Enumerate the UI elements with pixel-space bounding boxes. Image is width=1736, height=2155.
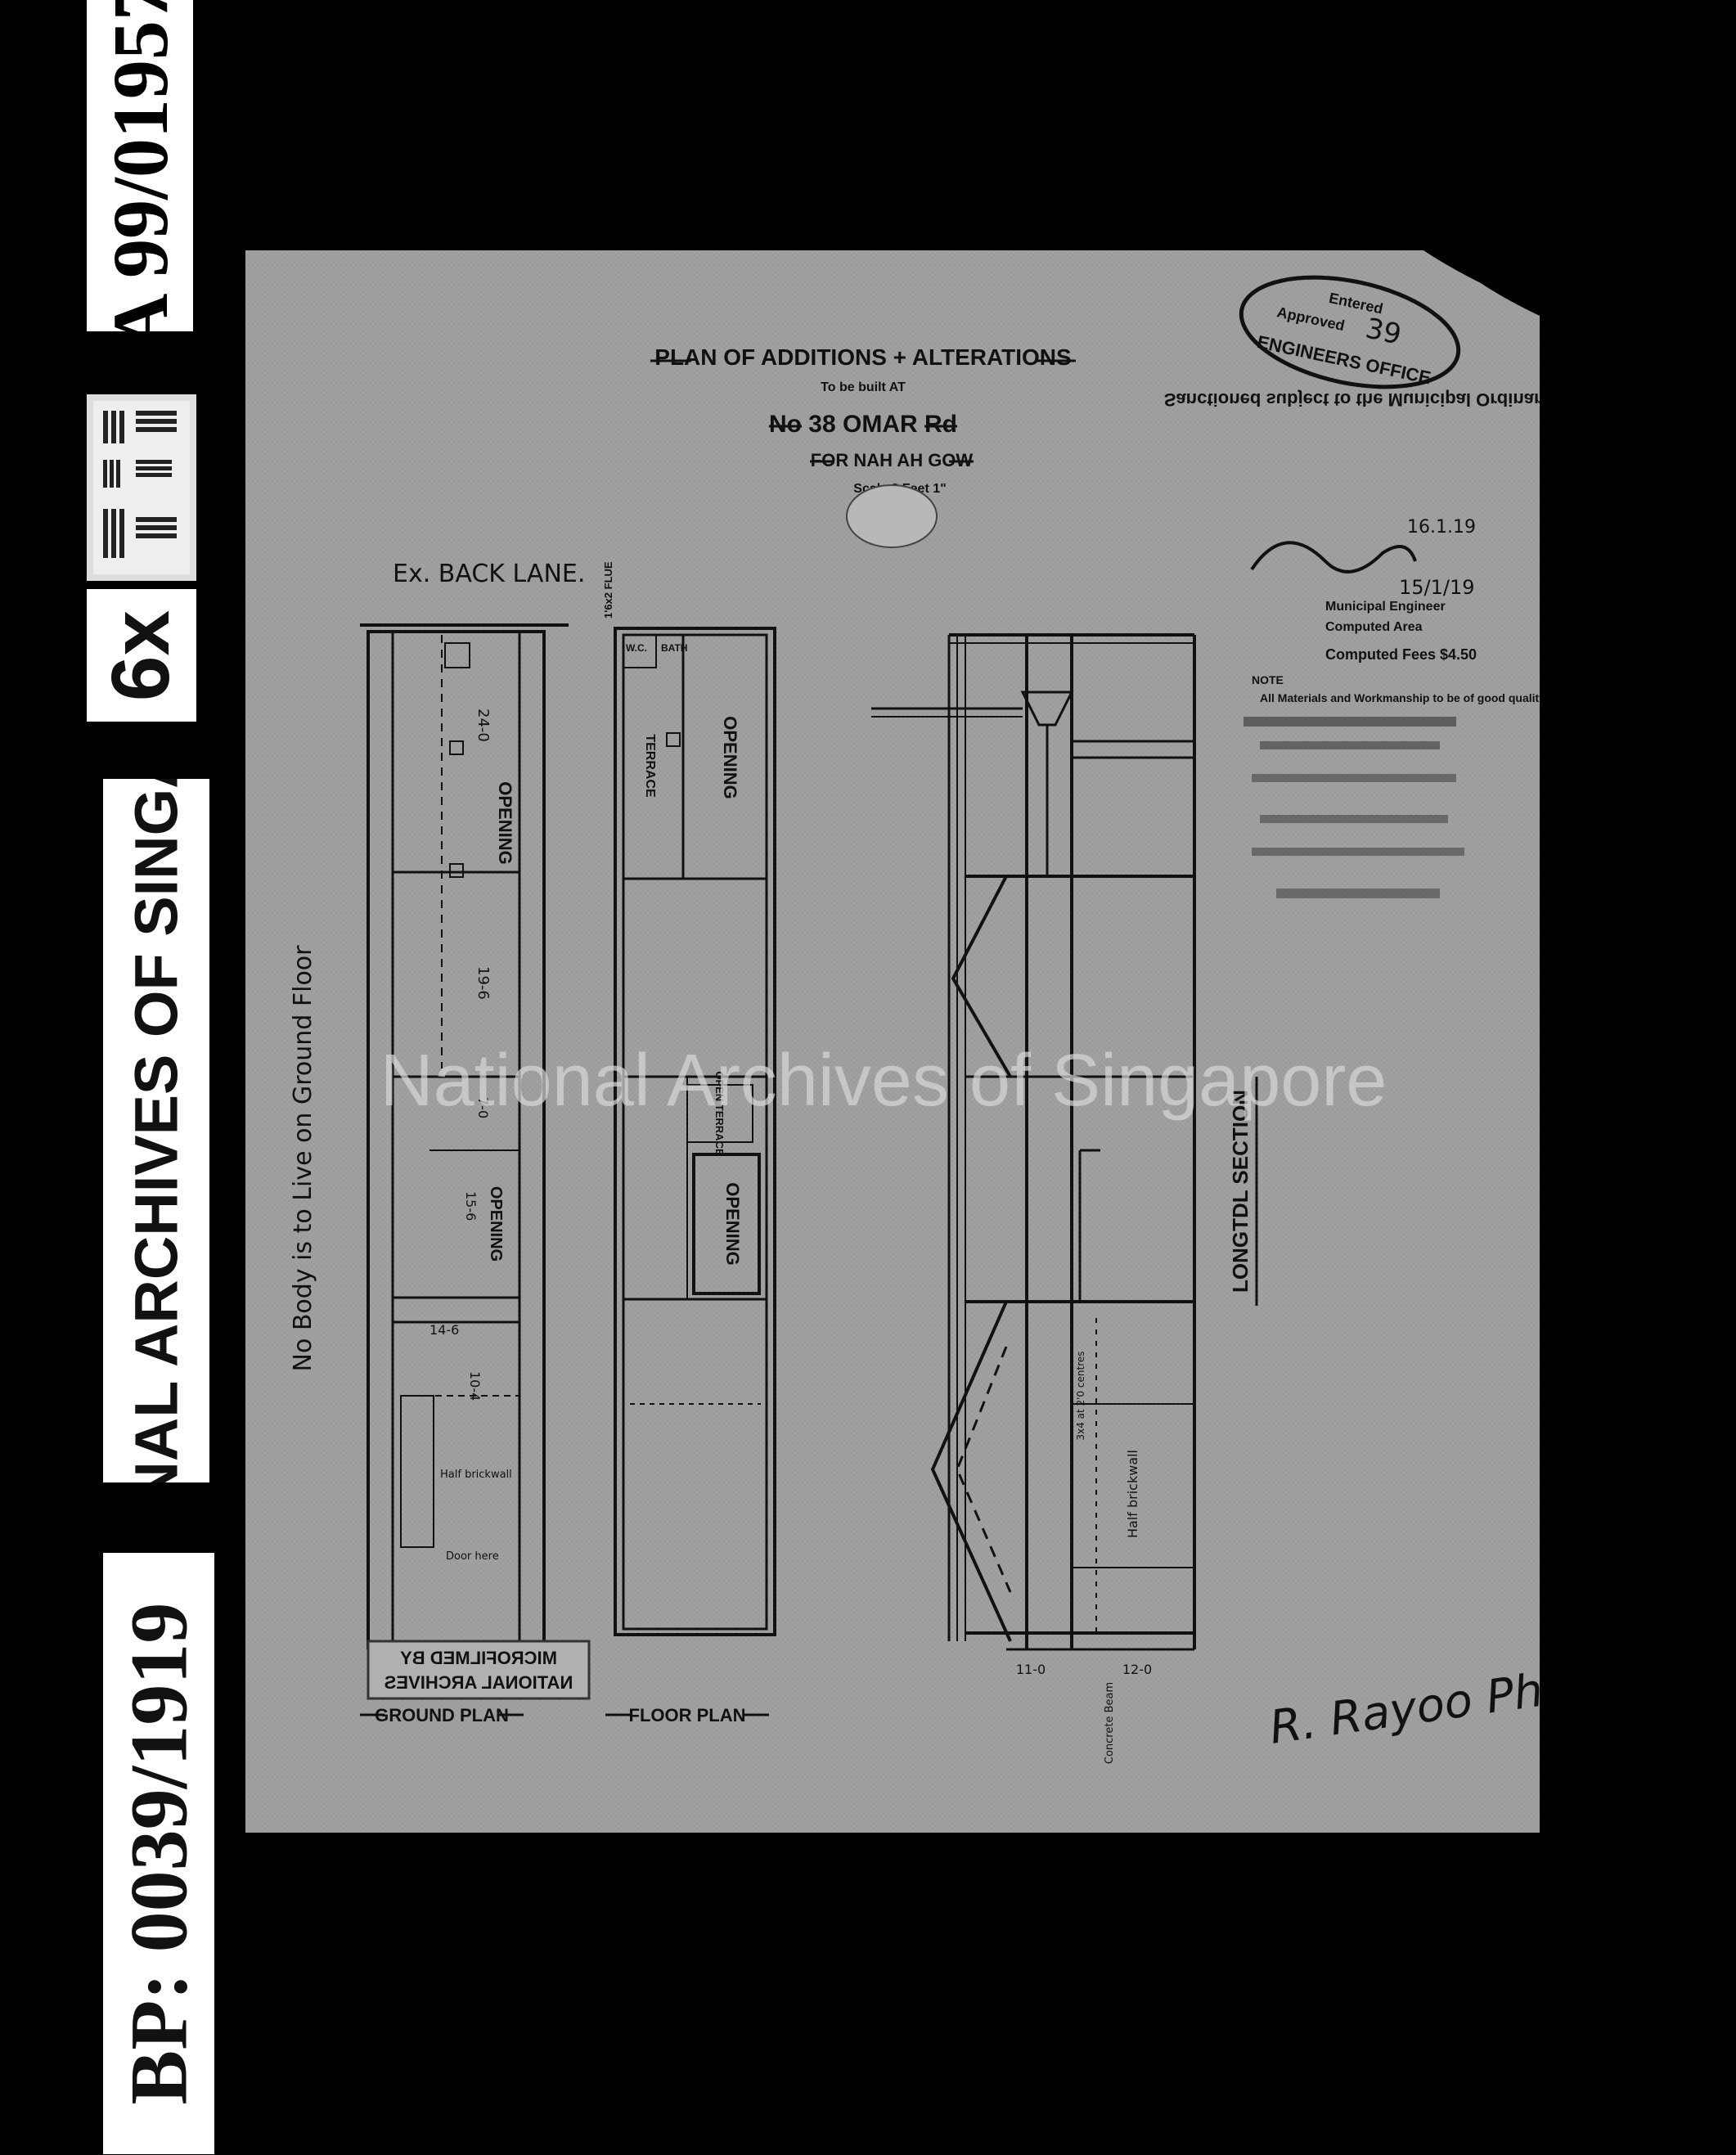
title-block: PLAN OF ADDITIONS + ALTERATIONS To be bu… (650, 344, 1076, 496)
ground-door-here: Door here (446, 1550, 499, 1563)
nobody-note: No Body is to Live on Ground Floor (289, 945, 317, 1372)
floor-opening-2: OPENING (722, 1182, 743, 1265)
archive-oval-stamp (846, 484, 938, 548)
reference-number: A 99/01957 (96, 0, 184, 331)
reference-number-label: A 99/01957 (87, 0, 193, 331)
ground-half-brick-wall: Half brickwall (440, 1469, 512, 1481)
longitudinal-section (871, 633, 1196, 1651)
bp-number-label: BP: 0039/1919 (103, 1553, 214, 2154)
floor-open-terrace: OPEN TERRACE (713, 1071, 726, 1156)
municipal-notes: 16.1.19 15/1/19 Municipal Engineer Compu… (1244, 517, 1540, 898)
plan-address: No 38 OMAR Rd (769, 411, 957, 438)
dim-14-6: 14-6 (430, 1322, 459, 1338)
ground-opening-1: OPENING (495, 781, 515, 864)
resolution-target-icon (93, 401, 190, 574)
section-half-brick-wall: Half brickwall (1125, 1450, 1140, 1538)
plan-title: PLAN OF ADDITIONS + ALTERATIONS (654, 344, 1071, 370)
bp-number: BP: 0039/1919 (113, 1602, 205, 2105)
floor-plan-labels: W.C. BATH 1'6x2 FLUE TERRACE OPENING OPE… (602, 561, 769, 1725)
microfilmed-line-1: MICROFILMED BY (400, 1648, 557, 1668)
resolution-target (87, 394, 196, 581)
watermark: National Archives of Singapore (380, 1040, 1387, 1122)
back-lane-label: Ex. BACK LANE. (393, 560, 585, 588)
dim-15-6: 15-6 (463, 1191, 479, 1221)
section-concrete-beam: Concrete Beam (1104, 1682, 1116, 1764)
section-labels: Half brickwall 3x4 at 2'0 centres 11-0 1… (1016, 1077, 1258, 1764)
plan-owner: FOR NAH AH GOW (811, 450, 974, 470)
note-heading: NOTE (1252, 673, 1284, 686)
note-date-2: 15/1/19 (1399, 576, 1475, 599)
sanction-note: Sanctioned subject to the Municipal Ordi… (1164, 389, 1540, 410)
blueprint-drawing: PLAN OF ADDITIONS + ALTERATIONS To be bu… (245, 250, 1540, 1833)
torn-corner (1423, 250, 1540, 316)
note-materials: All Materials and Workmanship to be of g… (1260, 691, 1540, 704)
microfilmed-stamp: MICROFILMED BY NATIONAL ARCHIVES (367, 1640, 591, 1700)
dim-24-0: 24-0 (474, 709, 492, 742)
ground-opening-2: OPENING (487, 1186, 505, 1262)
dim-12-0: 12-0 (1122, 1662, 1152, 1677)
dim-7-0: 7-0 (475, 1097, 491, 1118)
note-date-1: 16.1.19 (1407, 517, 1476, 538)
dim-19-6: 19-6 (474, 966, 492, 1000)
note-area: Computed Area (1325, 620, 1423, 634)
municipal-signature (1250, 541, 1417, 574)
floor-plan (614, 627, 776, 1636)
ground-plan-caption: GROUND PLAN (375, 1705, 509, 1725)
magnification: 6x (95, 610, 187, 701)
floor-flue: 1'6x2 FLUE (602, 561, 614, 619)
sanction-note-mirrored: Sanctioned subject to the Municipal Ordi… (1164, 389, 1540, 410)
plan-subtitle: To be built AT (821, 380, 906, 394)
magnification-label: 6x (87, 589, 196, 722)
ground-plan-labels: OPENING 24-0 19-6 7-0 15-6 OPENING 14-6 … (289, 709, 524, 1725)
floor-wc: W.C. (626, 642, 647, 654)
blueprint-sheet: PLAN OF ADDITIONS + ALTERATIONS To be bu… (245, 250, 1540, 1833)
floor-bath: BATH (661, 642, 687, 654)
stamp-approved-number: 39 (1363, 312, 1405, 351)
section-caption: LONGTDL SECTION (1228, 1090, 1253, 1293)
section-joists: 3x4 at 2'0 centres (1075, 1351, 1086, 1440)
floor-opening-1: OPENING (720, 716, 740, 799)
dim-11-0: 11-0 (1016, 1662, 1046, 1677)
archive-name: NATIONAL ARCHIVES OF SINGAPORE (122, 779, 191, 1482)
floor-plan-caption: FLOOR PLAN (629, 1705, 746, 1725)
note-fees: Computed Fees $4.50 (1325, 646, 1477, 663)
floor-terrace: TERRACE (643, 734, 657, 798)
note-engineer: Municipal Engineer (1325, 600, 1446, 614)
dim-10-4: 10-4 (467, 1371, 483, 1401)
archive-label: NATIONAL ARCHIVES OF SINGAPORE (103, 779, 209, 1482)
microfilmed-line-2: NATIONAL ARCHIVES (385, 1672, 573, 1693)
